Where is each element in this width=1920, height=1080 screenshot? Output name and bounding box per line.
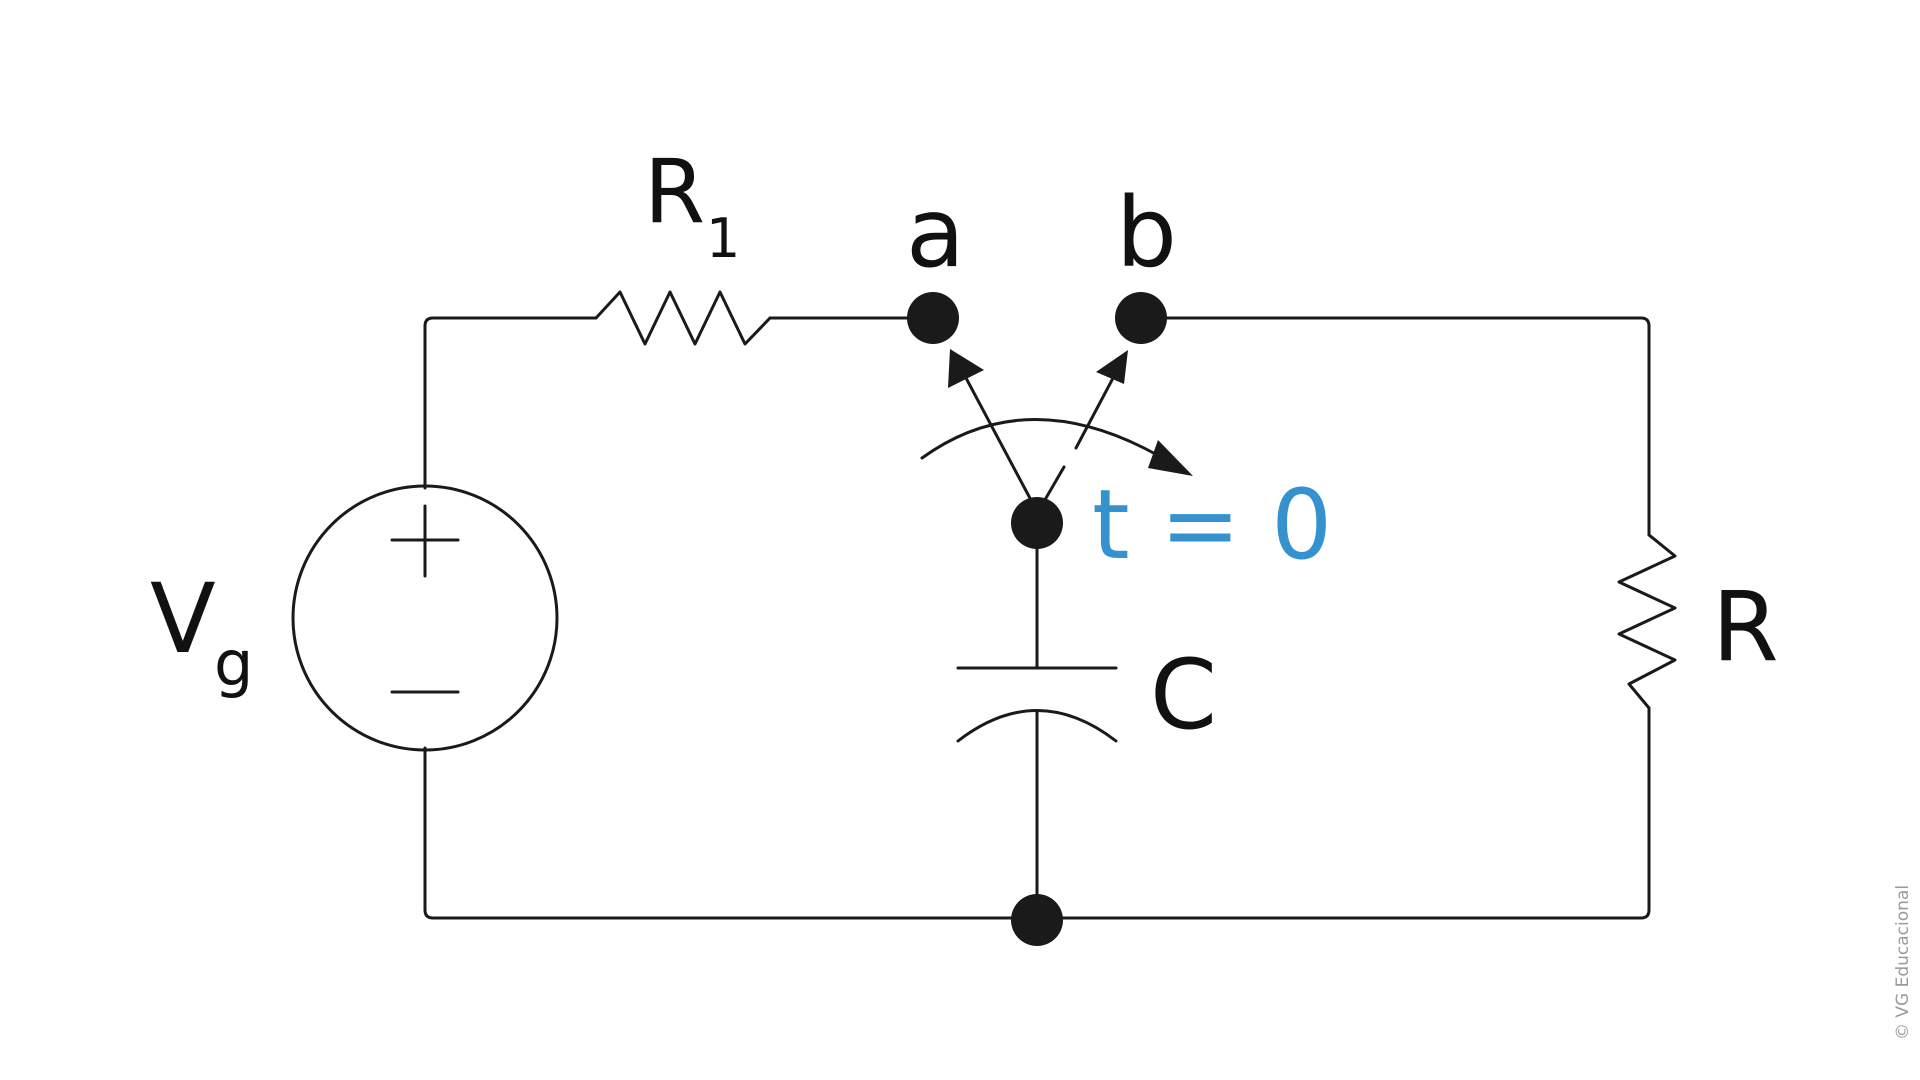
credit-text: © VG Educacional [1893, 885, 1913, 1040]
arrowhead-to-b-icon [1096, 350, 1128, 384]
plus-sign-icon [390, 504, 460, 578]
terminal-b-dot [1115, 292, 1167, 344]
label-r1-subscript: 1 [706, 207, 740, 270]
label-terminal-a: a [906, 177, 965, 289]
label-terminal-b: b [1116, 177, 1177, 289]
voltage-source [291, 484, 559, 752]
label-switch-time: t = 0 [1092, 469, 1332, 581]
switch-arm-to-b-upper [1074, 378, 1114, 450]
label-vg: V [150, 563, 216, 675]
terminal-a-dot [907, 292, 959, 344]
switch-motion-arrowhead-icon [1148, 440, 1193, 476]
switch-pivot-dot [1011, 497, 1063, 549]
resistor-r1 [594, 290, 772, 346]
switch-arm-to-a [964, 376, 1034, 504]
label-r1: R [644, 140, 705, 243]
label-vg-subscript: g [214, 627, 253, 700]
label-capacitor: C [1150, 639, 1217, 751]
switch-motion-arc [920, 418, 1168, 462]
arrowhead-to-a-icon [948, 349, 984, 388]
switch-arm-to-b-lower [1044, 465, 1066, 500]
resistor-r [1617, 533, 1677, 710]
label-resistor-r: R [1712, 571, 1779, 683]
wire-left-top [423, 316, 598, 490]
wire-b-to-right [1139, 316, 1651, 537]
ground-node-dot [1011, 894, 1063, 946]
